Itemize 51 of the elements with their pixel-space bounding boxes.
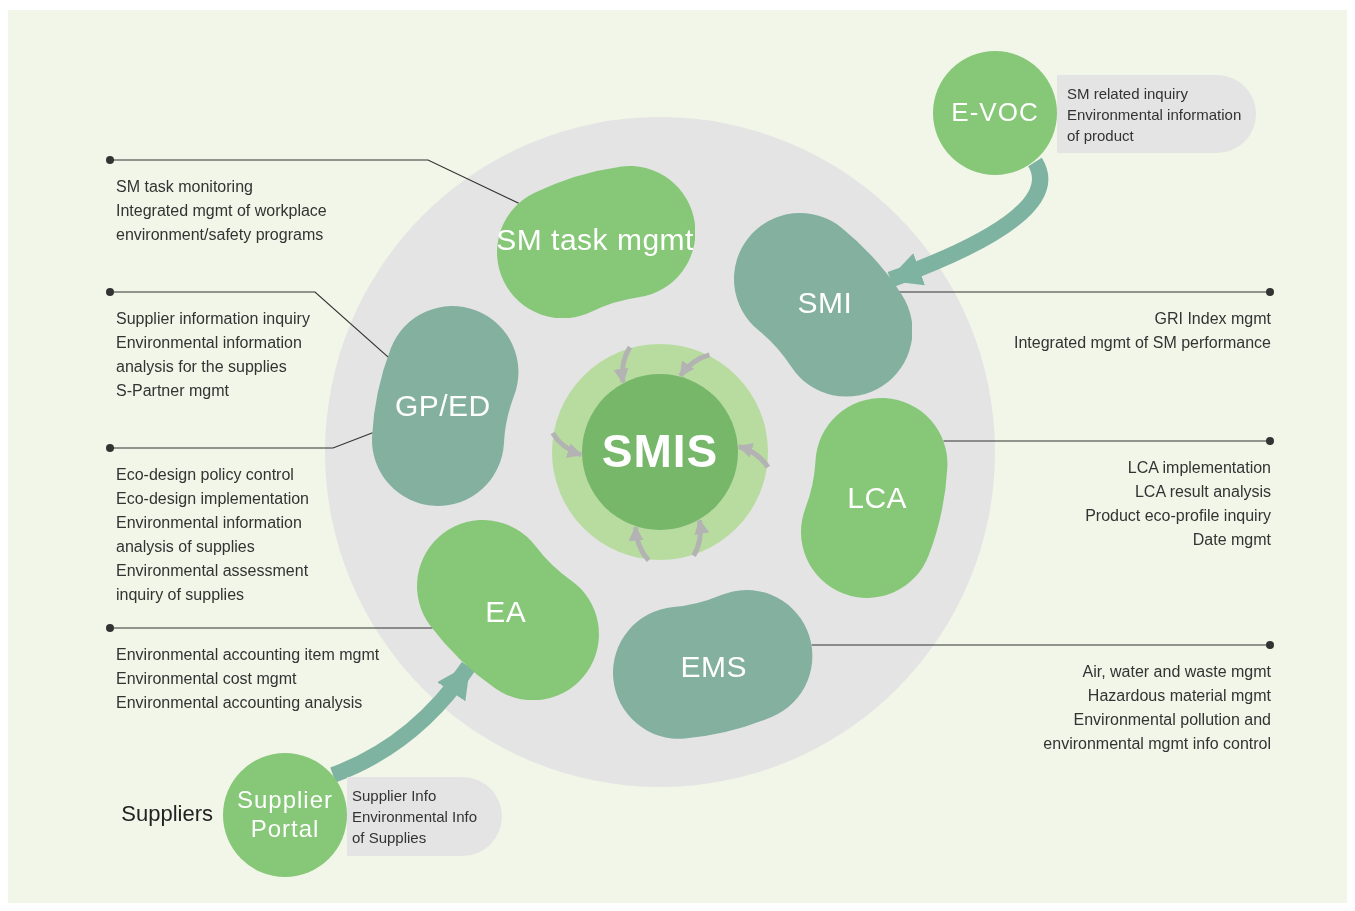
description-line: Integrated mgmt of SM performance bbox=[1013, 333, 1271, 353]
hub-label: SMIS bbox=[601, 424, 719, 480]
description-line: Hazardous material mgmt bbox=[1086, 686, 1271, 706]
segment-label: EA bbox=[485, 594, 527, 629]
leader-line bbox=[898, 288, 1274, 296]
leader-line bbox=[106, 624, 434, 632]
leader-line bbox=[942, 437, 1274, 445]
leader-line bbox=[106, 156, 520, 204]
description-line: Environmental accounting analysis bbox=[116, 693, 364, 713]
description-line: Eco-design implementation bbox=[116, 489, 310, 509]
description-line: LCA implementation bbox=[1126, 458, 1271, 478]
description-line: LCA result analysis bbox=[1133, 482, 1271, 502]
info-line: SM related inquiry bbox=[1067, 83, 1189, 104]
description-line: Air, water and waste mgmt bbox=[1081, 662, 1271, 682]
description-line: Environmental accounting item mgmt bbox=[116, 645, 381, 665]
info-pill bbox=[347, 777, 502, 856]
leader-line bbox=[810, 641, 1274, 649]
segment-label: LCA bbox=[847, 481, 908, 516]
beside-label: Suppliers bbox=[121, 801, 213, 827]
description-line: Environmental pollution and environmental mgmt info control bbox=[1042, 710, 1271, 754]
description-line: Supplier information inquiry bbox=[116, 309, 311, 329]
description-line: Environmental information analysis of supplies bbox=[116, 513, 303, 557]
description-line: Product eco-profile inquiry bbox=[1084, 506, 1271, 526]
module-label: Supplier Portal bbox=[235, 786, 335, 844]
curved-arrow bbox=[550, 431, 583, 458]
segment-label: SMI bbox=[797, 286, 853, 321]
description-line: Date mgmt bbox=[1191, 530, 1271, 550]
segment-label: SM task mgmt bbox=[496, 222, 694, 257]
leader-line bbox=[106, 432, 374, 452]
curved-arrow bbox=[628, 525, 651, 563]
description-line: Environmental assessment inquiry of supplies bbox=[116, 561, 310, 605]
segment-label: EMS bbox=[680, 650, 747, 685]
curved-arrow bbox=[691, 518, 709, 557]
segment-label: GP/ED bbox=[394, 388, 491, 423]
description-line: SM task monitoring bbox=[116, 177, 254, 197]
leader-line bbox=[106, 288, 389, 358]
info-line: Environmental Info of Supplies bbox=[352, 807, 479, 848]
info-pill bbox=[1057, 75, 1256, 153]
description-line: S-Partner mgmt bbox=[116, 381, 230, 401]
module-label: E-VOC bbox=[950, 97, 1040, 129]
description-line: Integrated mgmt of workplace environment/safety programs bbox=[116, 201, 328, 245]
description-line: Eco-design policy control bbox=[116, 465, 295, 485]
curved-arrow bbox=[678, 352, 711, 378]
info-line: Environmental information of product bbox=[1067, 104, 1243, 146]
curved-arrow bbox=[613, 345, 633, 384]
curved-arrow bbox=[737, 443, 770, 469]
description-line: GRI Index mgmt bbox=[1153, 309, 1271, 329]
arrow bbox=[330, 661, 475, 783]
description-line: Environmental information analysis for the supplies bbox=[116, 333, 303, 377]
description-line: Environmental cost mgmt bbox=[116, 669, 298, 689]
info-line: Supplier Info bbox=[352, 786, 438, 806]
